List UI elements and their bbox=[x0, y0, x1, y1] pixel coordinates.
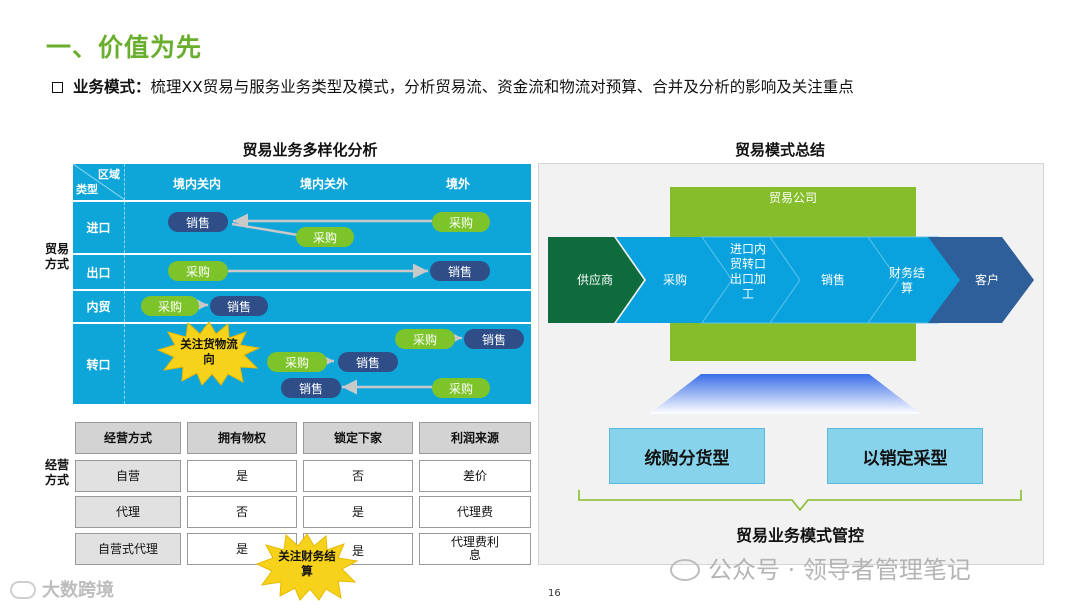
pill-transit-purchase-2: 采购 bbox=[267, 352, 327, 372]
flow-purchase: 采购 bbox=[662, 273, 687, 287]
page-number: 16 bbox=[548, 588, 561, 599]
flow-customer: 客户 bbox=[974, 273, 999, 287]
flow-middle-types: 进口内贸转口出口加工 bbox=[729, 242, 766, 301]
col-head-domestic-inside: 境内关内 bbox=[172, 177, 221, 191]
grid-flow-arrows bbox=[193, 213, 462, 395]
corner-logo: 大数跨境 bbox=[10, 576, 114, 602]
control-label: 贸易业务模式管控 bbox=[735, 526, 864, 545]
right-section-title: 贸易模式总结 bbox=[734, 141, 825, 159]
subtitle-label: 业务模式： bbox=[73, 78, 151, 96]
col-head-domestic-outside: 境内关外 bbox=[299, 177, 348, 191]
page-title: 一、价值为先 bbox=[46, 33, 203, 62]
subtitle: 业务模式：梳理XX贸易与服务业务类型及模式，分析贸易流、资金流和物流对预算、合并… bbox=[52, 75, 854, 97]
ops-header-ownership: 拥有物权 bbox=[187, 422, 297, 454]
ops-row1-ownership: 是 bbox=[187, 460, 297, 492]
ops-header-buyer-lock: 锁定下家 bbox=[303, 422, 413, 454]
watermark-text: 公众号 · 领导者管理笔记 bbox=[708, 556, 971, 584]
ops-row3-method: 自营式代理 bbox=[75, 533, 181, 565]
ops-row2-buyer-lock: 是 bbox=[303, 496, 413, 528]
row-label-transit: 转口 bbox=[73, 324, 125, 404]
checkbox-bullet-icon bbox=[52, 82, 63, 93]
ops-row3-buyer-lock-value: 是 bbox=[352, 544, 365, 558]
diagonal-line-icon bbox=[73, 164, 125, 200]
burst-finance-label: 关注财务结算 bbox=[278, 549, 336, 578]
pill-transit-sales-3: 销售 bbox=[281, 378, 341, 398]
pill-export-purchase: 采购 bbox=[168, 261, 228, 281]
brace-line bbox=[578, 490, 1022, 512]
row-label-export: 出口 bbox=[73, 255, 125, 289]
ops-row3-profit: 代理费利息 bbox=[419, 533, 531, 565]
burst-goods-flow-icon bbox=[156, 321, 261, 386]
corner-region-label: 区域 bbox=[98, 168, 120, 181]
ops-header-profit-source: 利润来源 bbox=[419, 422, 531, 454]
corner-type-label: 类型 bbox=[76, 183, 98, 196]
pill-transit-purchase-3: 采购 bbox=[432, 378, 490, 398]
ops-row1-method: 自营 bbox=[75, 460, 181, 492]
pill-import-purchase-overseas: 采购 bbox=[432, 212, 490, 232]
model-sales-driven-box: 以销定采型 bbox=[827, 428, 983, 484]
pill-import-purchase-domestic: 采购 bbox=[296, 227, 354, 247]
pill-export-sales: 销售 bbox=[430, 261, 490, 281]
ops-row2-method: 代理 bbox=[75, 496, 181, 528]
trade-method-label: 贸易方式 bbox=[44, 242, 69, 271]
pill-import-sales: 销售 bbox=[168, 212, 228, 232]
ops-row1-buyer-lock: 否 bbox=[303, 460, 413, 492]
model-centralized-purchase-box: 统购分货型 bbox=[609, 428, 765, 484]
left-section-title: 贸易业务多样化分析 bbox=[242, 141, 378, 159]
wechat-icon bbox=[670, 559, 700, 581]
grid-corner-cell: 区域 类型 bbox=[73, 164, 125, 200]
trade-company-label: 贸易公司 bbox=[768, 191, 817, 205]
ops-row2-ownership: 否 bbox=[187, 496, 297, 528]
ops-header-method: 经营方式 bbox=[75, 422, 181, 454]
pill-transit-purchase-1: 采购 bbox=[395, 329, 455, 349]
corner-logo-text: 大数跨境 bbox=[42, 580, 114, 601]
row-label-import: 进口 bbox=[73, 202, 125, 253]
ops-row2-profit: 代理费 bbox=[419, 496, 531, 528]
subtitle-text: 梳理XX贸易与服务业务类型及模式，分析贸易流、资金流和物流对预算、合并及分析的影… bbox=[150, 78, 854, 96]
col-head-overseas: 境外 bbox=[445, 177, 470, 191]
flow-sales: 销售 bbox=[820, 273, 845, 287]
row-label-domestic: 内贸 bbox=[73, 291, 125, 322]
pill-transit-sales-1: 销售 bbox=[464, 329, 524, 349]
pill-transit-sales-2: 销售 bbox=[338, 352, 398, 372]
pill-domestic-purchase: 采购 bbox=[141, 296, 199, 316]
operation-method-label: 经营方式 bbox=[44, 458, 69, 487]
gradient-trapezoid bbox=[649, 374, 921, 414]
watermark: 公众号 · 领导者管理笔记 bbox=[670, 550, 971, 585]
grid-header-row: 区域 类型 境内关内 境内关外 境外 bbox=[73, 164, 531, 200]
ops-row1-profit: 差价 bbox=[419, 460, 531, 492]
burst-goods-flow-label: 关注货物流向 bbox=[180, 337, 238, 366]
logo-icon bbox=[10, 581, 36, 599]
flow-finance: 财务结算 bbox=[888, 266, 925, 295]
flow-supplier: 供应商 bbox=[576, 273, 613, 287]
burst-finance-icon bbox=[255, 533, 359, 601]
trade-flow-chevrons bbox=[548, 236, 1034, 324]
pill-domestic-sales: 销售 bbox=[210, 296, 268, 316]
